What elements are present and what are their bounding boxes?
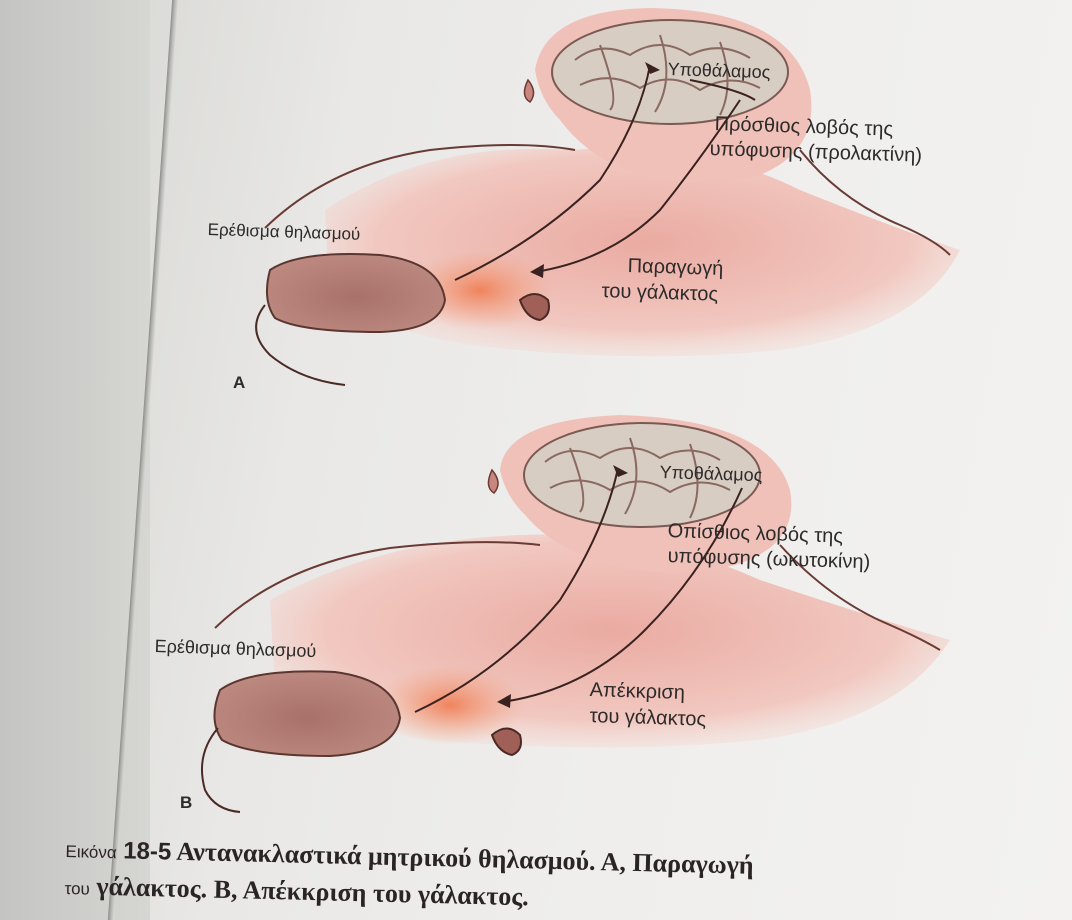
panel-b-milk-label-line2: του γάλακτος: [589, 705, 706, 731]
panel-b-breast: [214, 671, 400, 756]
panel-a-breast: [267, 254, 445, 332]
caption-figure-number: 18-5: [123, 837, 172, 865]
panel-a-letter: A: [233, 373, 245, 393]
panel-a-figure: [256, 8, 960, 385]
panel-a-milk-label-line2: του γάλακτος: [601, 280, 718, 306]
panel-a-milk-label-line1: Παραγωγή: [627, 255, 723, 280]
panel-a-ear: [524, 80, 533, 102]
panel-b-figure: [202, 415, 950, 812]
caption-line2-prefix: του: [64, 879, 90, 899]
panel-b-milk-label-line1: Απέκκριση: [589, 679, 685, 704]
panel-b-hypothalamus-label: Υποθάλαμος: [659, 461, 762, 486]
caption-figure-word: Εικόνα: [65, 842, 117, 862]
panel-b-ear: [488, 470, 498, 493]
panel-b-nipple: [492, 729, 521, 756]
panel-a-hypothalamus-label: Υποθάλαμος: [667, 58, 770, 83]
panel-b-letter: Β: [180, 793, 192, 813]
